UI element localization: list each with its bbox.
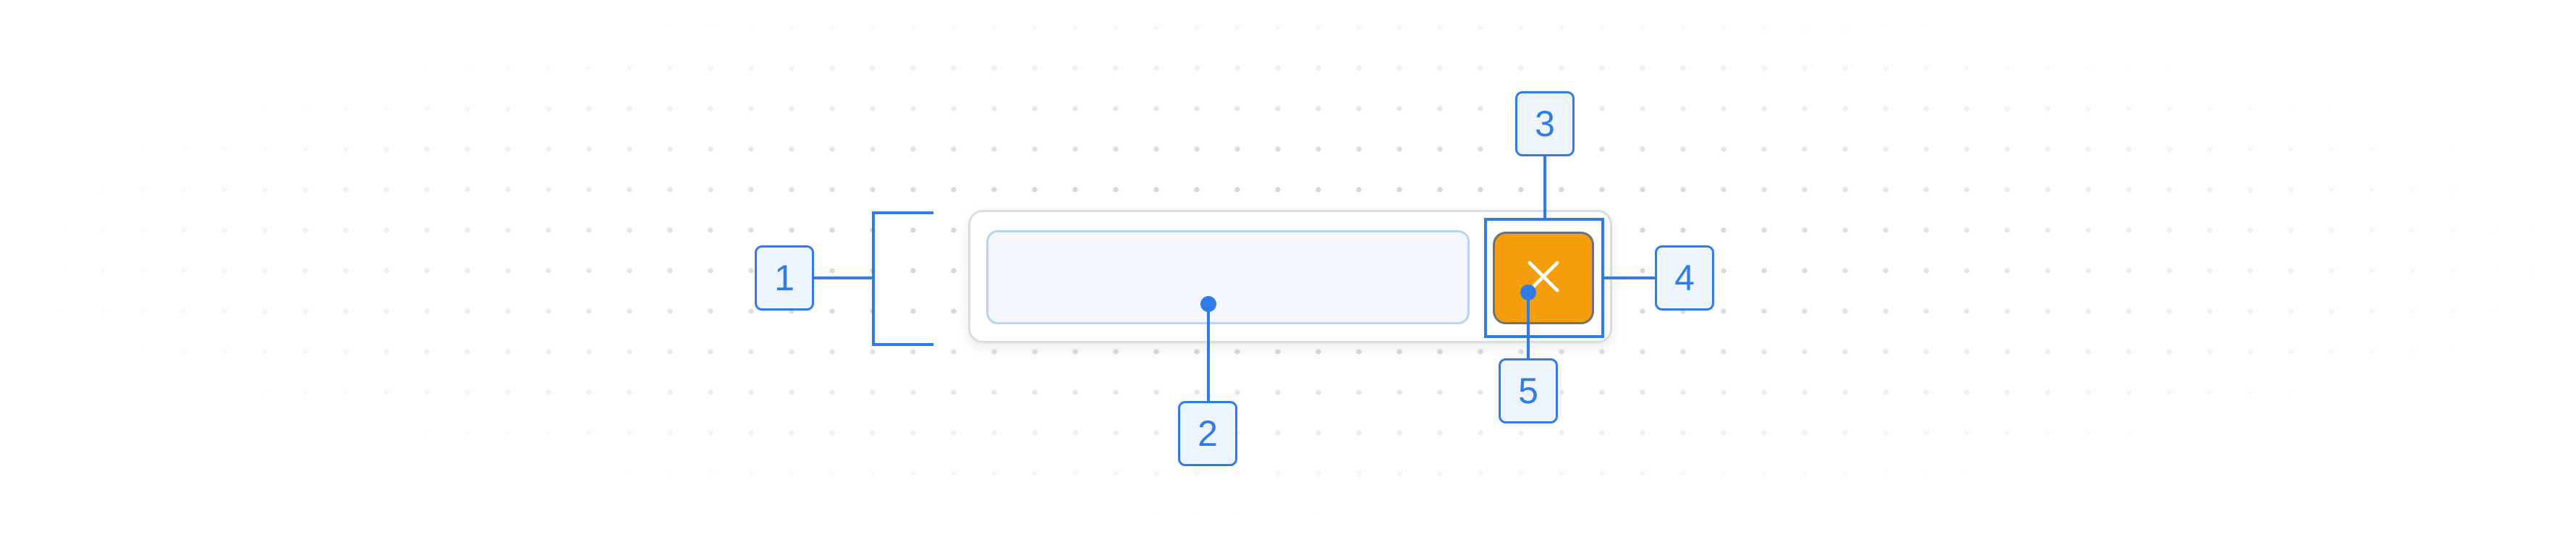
close-icon bbox=[1528, 261, 1559, 292]
callout-badge-1: 1 bbox=[755, 245, 814, 311]
callout-badge-3: 3 bbox=[1515, 91, 1575, 156]
callout-badge-4: 4 bbox=[1655, 245, 1714, 311]
clear-button[interactable] bbox=[1493, 232, 1594, 324]
text-input[interactable] bbox=[986, 230, 1470, 324]
callout-badge-2: 2 bbox=[1178, 401, 1237, 466]
callout-badge-5: 5 bbox=[1499, 358, 1558, 423]
